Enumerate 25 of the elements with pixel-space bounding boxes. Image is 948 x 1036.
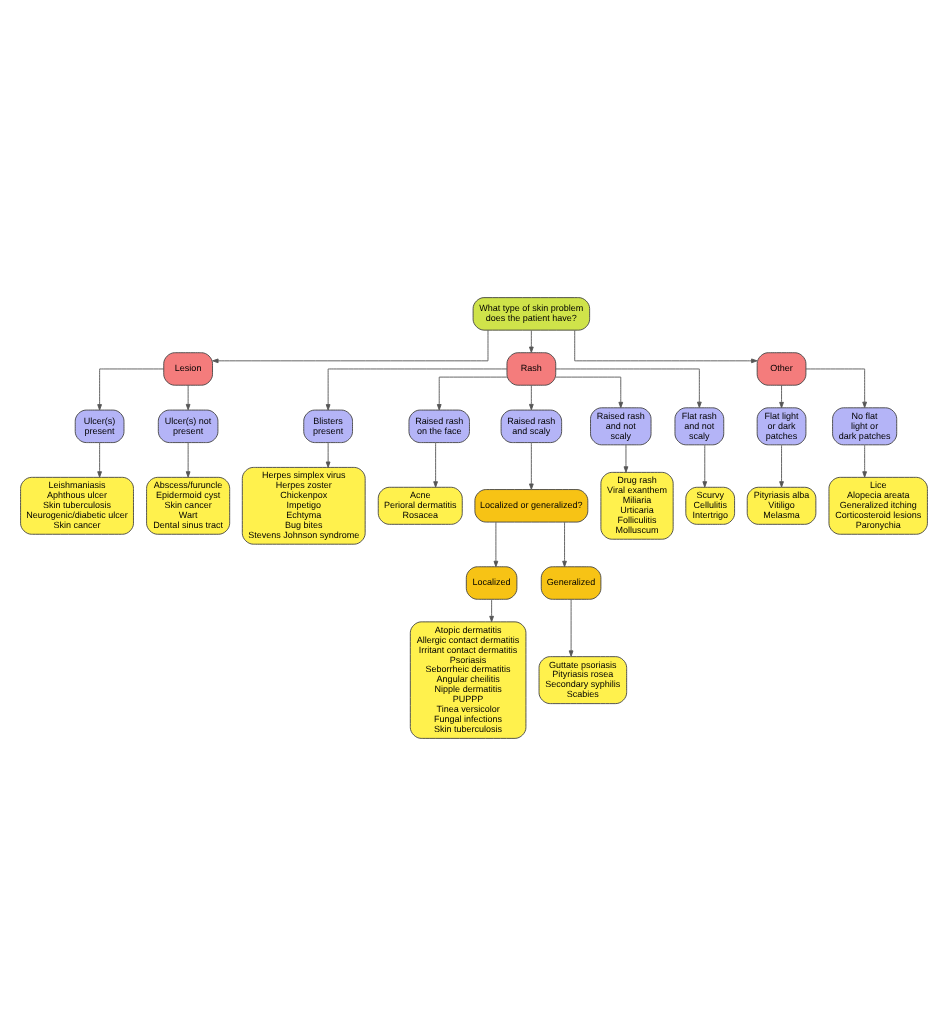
arrow	[529, 384, 534, 411]
arrow	[555, 376, 624, 409]
arrow	[97, 368, 165, 411]
arrow	[325, 442, 331, 468]
arrow	[185, 384, 191, 411]
arrow	[623, 444, 629, 473]
arrow	[562, 521, 567, 568]
arrow	[185, 442, 191, 478]
arrow	[529, 329, 534, 353]
arrow	[433, 442, 438, 488]
arrow	[325, 368, 508, 411]
arrow	[779, 444, 784, 488]
arrow	[529, 442, 534, 490]
arrow	[489, 599, 494, 623]
arrow	[574, 329, 758, 364]
arrow	[555, 368, 702, 408]
arrow	[568, 599, 574, 657]
arrow	[97, 442, 102, 478]
arrow	[436, 376, 508, 411]
arrow	[702, 444, 708, 488]
arrow	[779, 384, 784, 409]
arrow	[805, 368, 867, 408]
arrow	[212, 329, 489, 364]
arrow	[862, 444, 867, 478]
arrow	[493, 521, 499, 568]
